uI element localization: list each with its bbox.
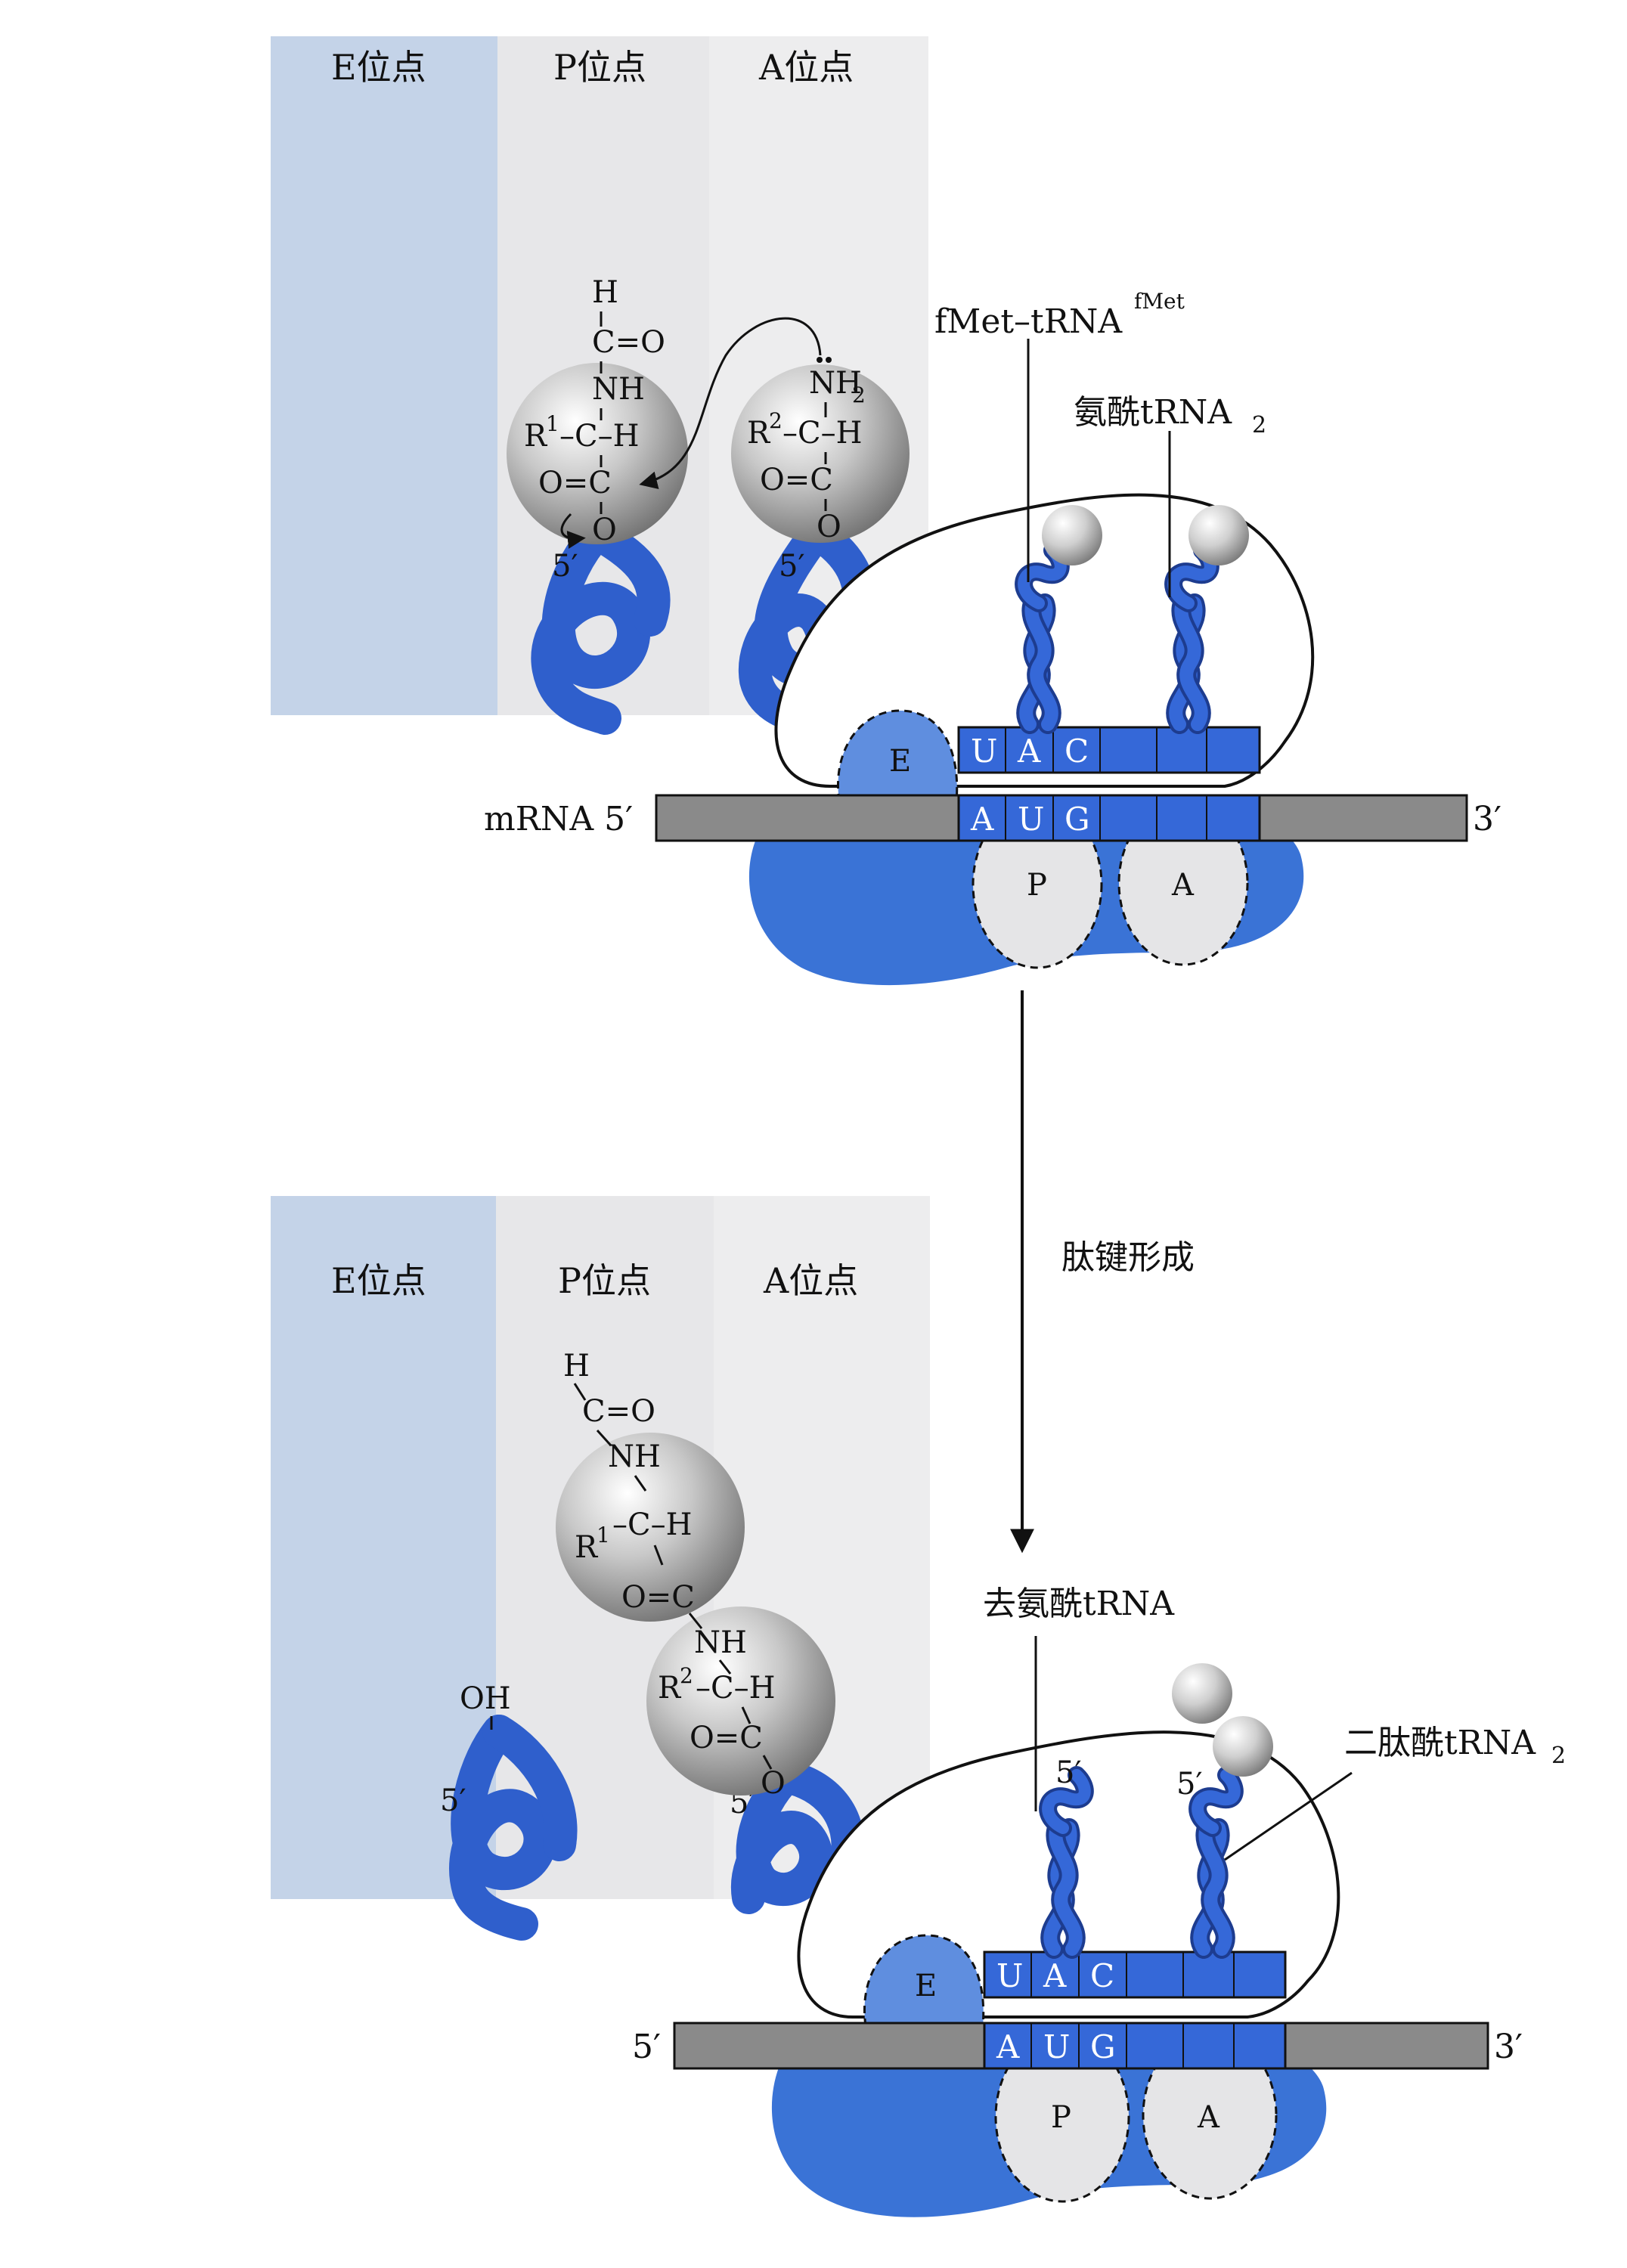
top-p-chem-h: H [592,275,618,310]
top-p-chem-oc: O=C [538,466,612,500]
top-a-chem-ch: –C–H [783,416,863,451]
bottom-chem-ch1: –C–H [612,1507,693,1542]
bottom-mrna-5prime: 5′ [632,2028,661,2066]
top-fmet-trna-superscript: fMet [1134,289,1185,314]
top-ribosome-a-letter: A [1171,868,1195,903]
bottom-chem-h: H [563,1349,590,1383]
bottom-mrna-3prime: 3′ [1494,2028,1523,2066]
top-p-small-aminoacid [1042,505,1102,565]
bottom-oh-label: OH [460,1681,511,1716]
top-a-aminoacid-sphere [731,364,910,543]
top-anticodon-u: U [971,733,997,770]
bottom-chem-r1-sup: 1 [597,1523,610,1548]
bottom-deacyl-trna-label: 去氨酰tRNA [983,1585,1175,1623]
top-codon-g: G [1065,801,1090,838]
top-a-site-ellipse [1117,800,1249,966]
bottom-ribosome-e-letter: E [915,1969,937,2003]
top-p-chem-r: R [524,419,548,454]
bottom-e-site-ellipse [863,1934,985,2028]
top-a-chem-nh2-sub: 2 [852,383,866,407]
bottom-chem-ch2: –C–H [696,1671,776,1706]
bottom-ribo-p-five-prime: 5′ [1055,1755,1082,1790]
top-p-chem: H C=O NH R 1 –C–H O=C O [524,275,665,547]
bottom-chem-co-bottom: O=C [690,1721,763,1755]
bottom-ribosome-a-letter: A [1197,2100,1220,2135]
bottom-chem-r2-sup: 2 [680,1663,693,1688]
bottom-chem-co-mid: O=C [621,1580,695,1615]
top-a-chem-oc: O=C [760,463,833,497]
top-codon-row: A U G [957,794,1261,842]
top-a-chem-nh2: NH [809,366,862,401]
top-e-site-ellipse [837,709,959,803]
top-aminoacyl-trna-label: 氨酰tRNA [1074,393,1232,432]
top-p-site-label: P位点 [553,47,646,88]
bottom-deacyl-trna-body [449,1715,578,1941]
top-p-chem-nh: NH [592,372,645,407]
bottom-p-site-label: P位点 [558,1260,651,1301]
bottom-panel: E位点 P位点 A位点 OH 5′ 5′ H C=O NH R 1 [271,1196,1566,2217]
bottom-chem-o: O [761,1766,786,1801]
top-p-chem-ch: –C–H [559,419,640,454]
top-a-chem-r-sup: 2 [769,408,783,433]
top-a-chem-r: R [747,416,771,451]
top-e-site-label: E位点 [331,47,426,88]
top-p-five-prime: 5′ [552,549,578,584]
bottom-codon-u: U [1043,2028,1070,2065]
bottom-dipeptidyl-trna-sub: 2 [1551,1743,1566,1769]
top-anticodon-row: U A C [957,726,1261,774]
top-attack-curve [639,317,822,489]
top-p-chem-o: O [592,513,617,547]
top-p-chem-r-sup: 1 [546,411,559,436]
top-ribosome-e-letter: E [889,744,911,779]
bottom-anticodon-a: A [1043,1957,1067,1994]
top-a-chem-o: O [817,510,841,544]
bottom-chem-r1: R [575,1530,599,1565]
bottom-aminoacid-1-small [1172,1663,1232,1724]
bottom-anticodon-c: C [1090,1957,1114,1994]
top-aminoacyl-trna-sub: 2 [1252,412,1266,438]
bottom-codon-a: A [996,2028,1020,2065]
bottom-codon-g: G [1090,2028,1116,2065]
bottom-chem-r2: R [658,1671,682,1706]
bottom-chem-nh2: NH [694,1625,747,1660]
bottom-anticodon-u: U [996,1957,1023,1994]
peptide-bond-formation-label: 肽键形成 [1061,1238,1195,1277]
bottom-codon-row: A U G [983,2022,1287,2070]
top-a-chem: NH 2 R 2 –C–H O=C O [747,357,866,544]
bottom-dipeptidyl-trna-label: 二肽酰tRNA [1344,1724,1536,1762]
bottom-a-site-label: A位点 [763,1260,858,1301]
top-panel: E位点 P位点 A位点 5′ 5′ H C=O NH R 1 –C–H [271,36,1501,986]
bottom-anticodon-row: U A C [983,1950,1287,1999]
bottom-ribosome-p-letter: P [1051,2100,1071,2135]
bottom-aminoacid-2-small [1213,1716,1273,1777]
bottom-e-site-label: E位点 [331,1260,426,1301]
top-codon-u: U [1018,801,1044,838]
top-p-aminoacid-sphere [507,363,688,544]
reaction-arrow: 肽键形成 [1010,990,1195,1554]
top-fmet-trna-label: fMet–tRNA [934,302,1123,341]
top-anticodon-c: C [1065,733,1089,770]
top-a-site-label: A位点 [758,47,854,88]
bottom-chem-co-top: C=O [582,1394,655,1429]
top-a-five-prime: 5′ [779,549,805,584]
top-a-small-aminoacid [1188,505,1249,565]
top-o-attack-arrow [560,513,586,549]
top-p-chem-co: C=O [592,325,665,360]
bottom-p-five-prime: 5′ [440,1783,466,1818]
bottom-chem-nh1: NH [608,1439,661,1474]
bottom-chem: H C=O NH R 1 –C–H O=C NH R 2 –C–H O=C O [563,1349,786,1801]
top-e-site-band [271,36,497,715]
top-codon-a: A [970,801,994,838]
top-mrna-3prime: 3′ [1473,800,1501,838]
top-mrna-label: mRNA 5′ [484,800,633,838]
bottom-aminoacid-1-sphere [556,1433,745,1622]
top-ribosome-p-letter: P [1027,868,1047,903]
bottom-aminoacid-2-sphere [646,1606,835,1796]
bottom-ribo-a-five-prime: 5′ [1176,1767,1203,1802]
top-anticodon-a: A [1017,733,1041,770]
bottom-p-site-ellipse [994,2031,1130,2203]
